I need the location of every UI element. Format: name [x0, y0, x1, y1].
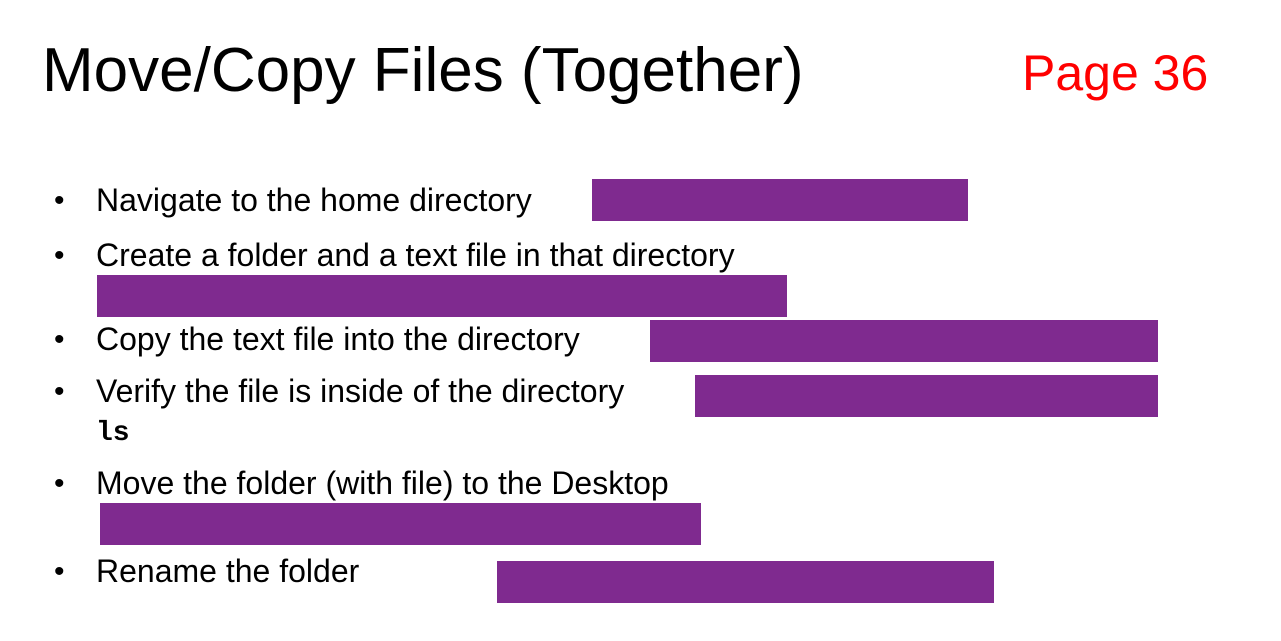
command-ls: ls [96, 418, 130, 449]
bullet-icon: • [54, 375, 65, 408]
redacted-answer-6 [497, 561, 994, 603]
bullet-icon: • [54, 555, 65, 588]
page-label: Page 36 [1022, 45, 1209, 101]
bullet-icon: • [54, 323, 65, 356]
redacted-answer-3 [650, 320, 1158, 362]
slide-title: Move/Copy Files (Together) [42, 36, 804, 105]
redacted-answer-1 [592, 179, 968, 221]
item-navigate: Navigate to the home directory [96, 182, 532, 218]
redacted-answer-4 [695, 375, 1158, 417]
bullet-icon: • [54, 239, 65, 272]
bullet-icon: • [54, 467, 65, 500]
item-create: Create a folder and a text file in that … [96, 237, 735, 273]
item-move: Move the folder (with file) to the Deskt… [96, 465, 669, 501]
redacted-answer-2 [97, 275, 787, 317]
redacted-answer-5 [100, 503, 701, 545]
item-rename: Rename the folder [96, 553, 360, 589]
bullet-icon: • [54, 184, 65, 217]
item-verify: Verify the file is inside of the directo… [96, 373, 625, 409]
item-copy: Copy the text file into the directory [96, 321, 580, 357]
